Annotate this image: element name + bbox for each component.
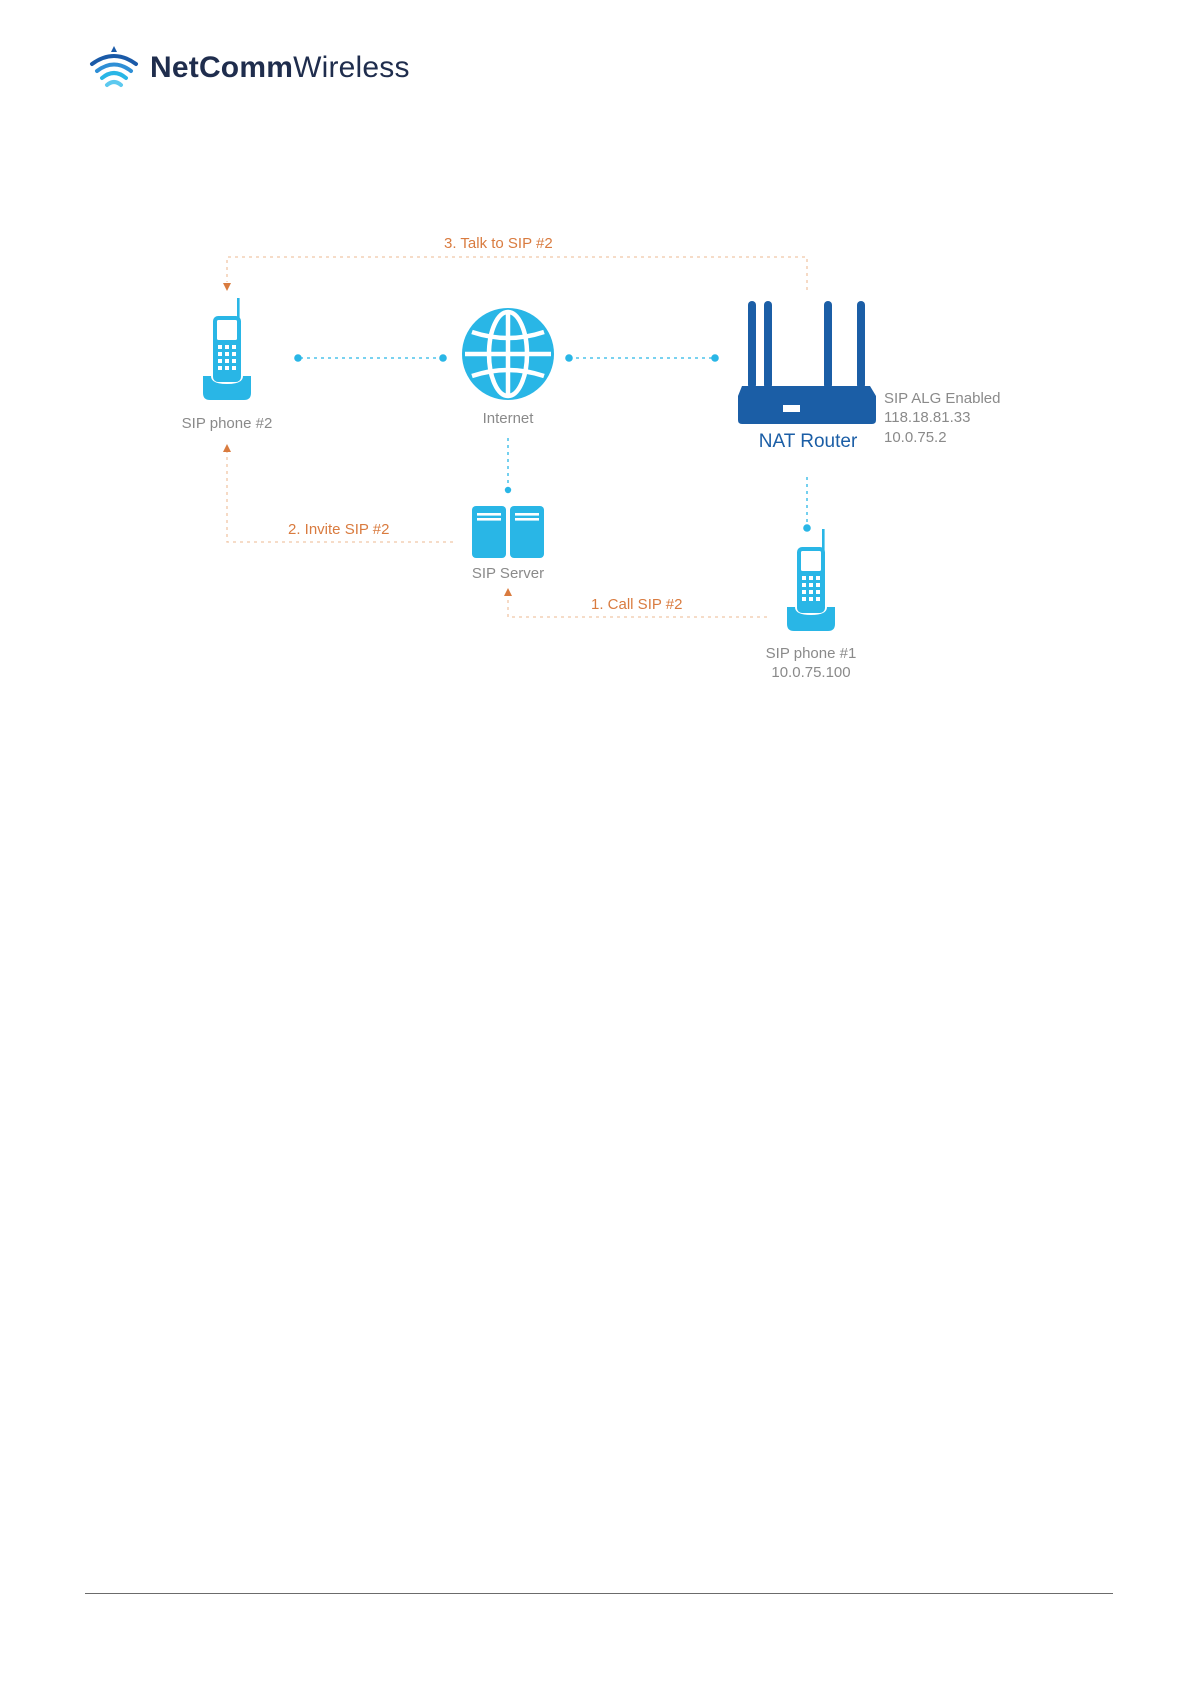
router-antenna	[857, 301, 865, 389]
phone-screen	[217, 320, 237, 340]
router-info: SIP ALG Enabled 118.18.81.33 10.0.75.2	[884, 390, 1000, 446]
flow-talk-path	[227, 257, 807, 290]
flow-arrows	[223, 283, 512, 596]
arrow-head	[223, 444, 231, 452]
flow-talk-label: 3. Talk to SIP #2	[444, 235, 553, 252]
footer-divider	[85, 1593, 1113, 1594]
router-info-wan-ip: 118.18.81.33	[884, 409, 970, 426]
flow-call-label: 1. Call SIP #2	[591, 596, 682, 613]
router-info-alg: SIP ALG Enabled	[884, 390, 1000, 407]
network-connectors	[300, 358, 807, 526]
connector-dot	[565, 354, 573, 362]
arrow-head	[504, 588, 512, 596]
connector-dot	[505, 487, 511, 493]
sip-phone-1-ip: 10.0.75.100	[771, 664, 850, 681]
router-body	[738, 386, 876, 424]
connector-dot	[439, 354, 447, 362]
connector-dot	[294, 354, 302, 362]
router-led	[783, 405, 800, 412]
connector-dot	[711, 354, 719, 362]
phone-screen	[801, 551, 821, 571]
sip-phone-2-icon	[203, 298, 251, 400]
sip-phone-2-label: SIP phone #2	[182, 415, 273, 432]
sip-phone-1-label: SIP phone #1	[766, 645, 857, 662]
router-antenna	[748, 301, 756, 389]
router-antenna	[824, 301, 832, 389]
router-icon	[738, 301, 876, 424]
connector-dots	[294, 354, 811, 532]
internet-label: Internet	[483, 410, 535, 427]
router-info-lan-ip: 10.0.75.2	[884, 429, 947, 446]
sip-server-label: SIP Server	[472, 565, 544, 582]
arrow-head	[223, 283, 231, 291]
sip-phone-1-icon	[787, 529, 835, 631]
router-label: NAT Router	[759, 431, 858, 452]
globe-icon	[462, 308, 554, 400]
server-icon	[472, 506, 544, 558]
router-antenna	[764, 301, 772, 389]
connector-dot	[803, 524, 811, 532]
flow-invite-label: 2. Invite SIP #2	[288, 521, 389, 538]
